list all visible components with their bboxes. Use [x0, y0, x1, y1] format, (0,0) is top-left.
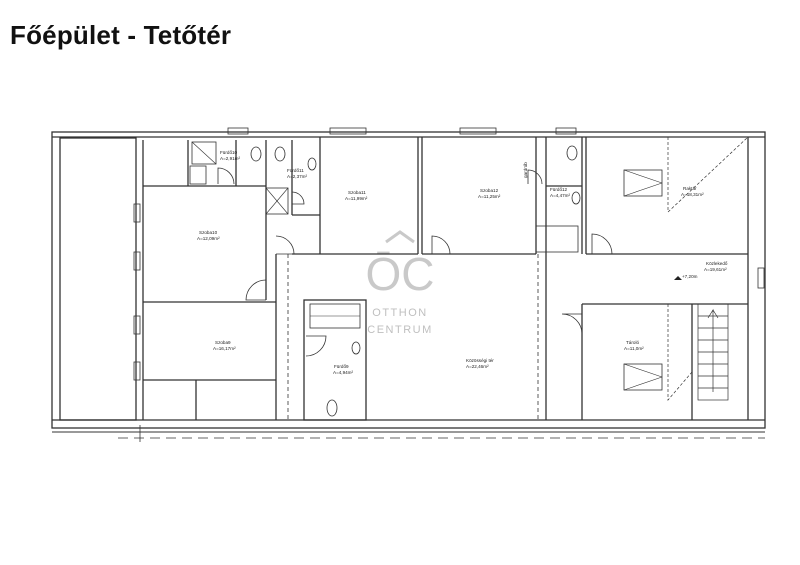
room-name-tarolo: Tároló: [626, 340, 639, 345]
room-labels: Fürdő10 A=2,91m² Fürdő11 A=2,37m² Szoba1…: [197, 150, 728, 375]
page-title: Főépület - Tetőtér: [10, 20, 232, 50]
room-area-tarolo: A=11,0m²: [624, 346, 644, 351]
room-area-szoba10: A=12,09m²: [197, 236, 220, 241]
room-area-szoba9: A=16,17m²: [213, 346, 236, 351]
room-name-szoba9: Szoba9: [215, 340, 231, 345]
room-area-kozlekedo: A=19,61m²: [704, 267, 727, 272]
room-name-furdo12: Fürdő12: [550, 187, 568, 192]
room-name-furdo11: Fürdő11: [287, 168, 304, 173]
room-name-furdo10: Fürdő10: [220, 150, 238, 155]
watermark-line2: CENTRUM: [367, 324, 433, 336]
walls: [51, 127, 766, 442]
room-name-szoba10: Szoba10: [199, 230, 218, 235]
level-marker-icon: [674, 276, 682, 280]
room-area-szoba12: A=11,25m²: [478, 194, 501, 199]
stairs: [697, 303, 729, 401]
watermark-monogram: ŌC: [366, 248, 435, 300]
room-name-szoba12: Szoba12: [480, 188, 499, 193]
room-area-furdo9: A=4,94m²: [333, 370, 354, 375]
annotation-level: +7,20m: [682, 274, 698, 279]
room-area-raktar: A=18,31m²: [681, 192, 704, 197]
room-area-szoba11: A=11,99m²: [345, 196, 368, 201]
annotation-gardrob: gardrób: [523, 162, 528, 178]
room-area-furdo12: A=4,47m²: [550, 193, 571, 198]
room-name-furdo9: Fürdő9: [334, 364, 349, 369]
watermark-roof-icon: [385, 230, 415, 244]
room-area-kozossegi-ter: A=22,46m²: [466, 364, 489, 369]
room-name-kozlekedo: Közlekedő: [706, 261, 728, 266]
room-name-raktar: Raktár: [683, 186, 697, 191]
room-area-furdo10: A=2,91m²: [220, 156, 241, 161]
room-name-szoba11: Szoba11: [348, 190, 366, 195]
watermark-line1: OTTHON: [372, 307, 427, 319]
room-area-furdo11: A=2,37m²: [287, 174, 308, 179]
watermark: ŌC OTTHON CENTRUM: [366, 230, 435, 336]
room-name-kozossegi-ter: Közösségi tér: [466, 358, 494, 363]
